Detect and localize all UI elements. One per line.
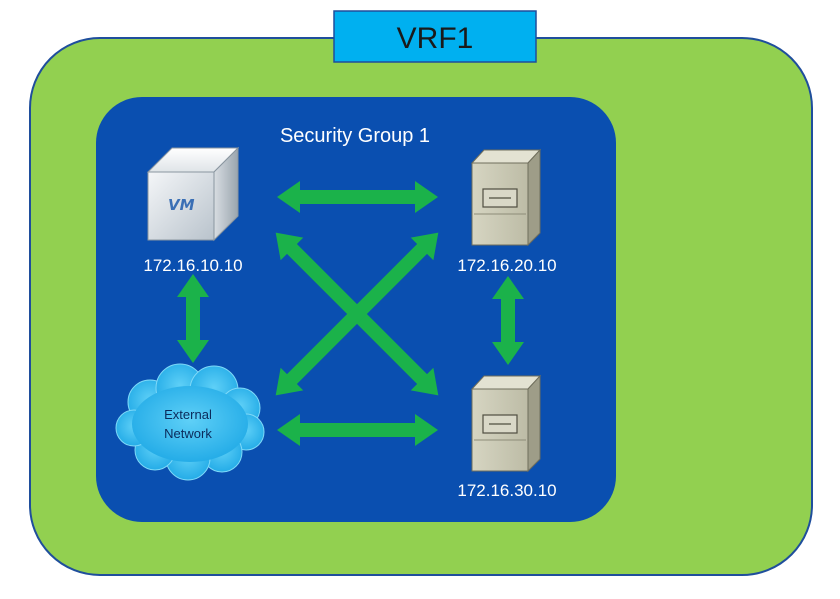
vm-icon: VM bbox=[146, 146, 240, 242]
cloud-icon bbox=[115, 363, 265, 481]
vrf-label: VRF1 bbox=[397, 22, 474, 55]
cloud-label-line2: Network bbox=[164, 426, 212, 441]
vm-ip: 172.16.10.10 bbox=[143, 256, 242, 275]
server2-ip: 172.16.30.10 bbox=[457, 481, 556, 500]
arrow-cloud-server1 bbox=[275, 232, 439, 396]
arrow-server1-server2 bbox=[492, 276, 524, 365]
server-icon bbox=[470, 374, 542, 473]
arrow-cloud-server2 bbox=[277, 414, 438, 446]
server-icon bbox=[470, 148, 542, 247]
arrow-vm-cloud bbox=[177, 274, 209, 363]
server1-ip: 172.16.20.10 bbox=[457, 256, 556, 275]
vrf-label-box: VRF1 bbox=[333, 10, 537, 63]
connection-arrows bbox=[177, 181, 524, 446]
cloud-label-line1: External bbox=[164, 407, 212, 422]
security-group-label: Security Group 1 bbox=[280, 125, 430, 147]
vm-icon-text: VM bbox=[168, 196, 195, 214]
arrow-vm-server1 bbox=[277, 181, 438, 213]
